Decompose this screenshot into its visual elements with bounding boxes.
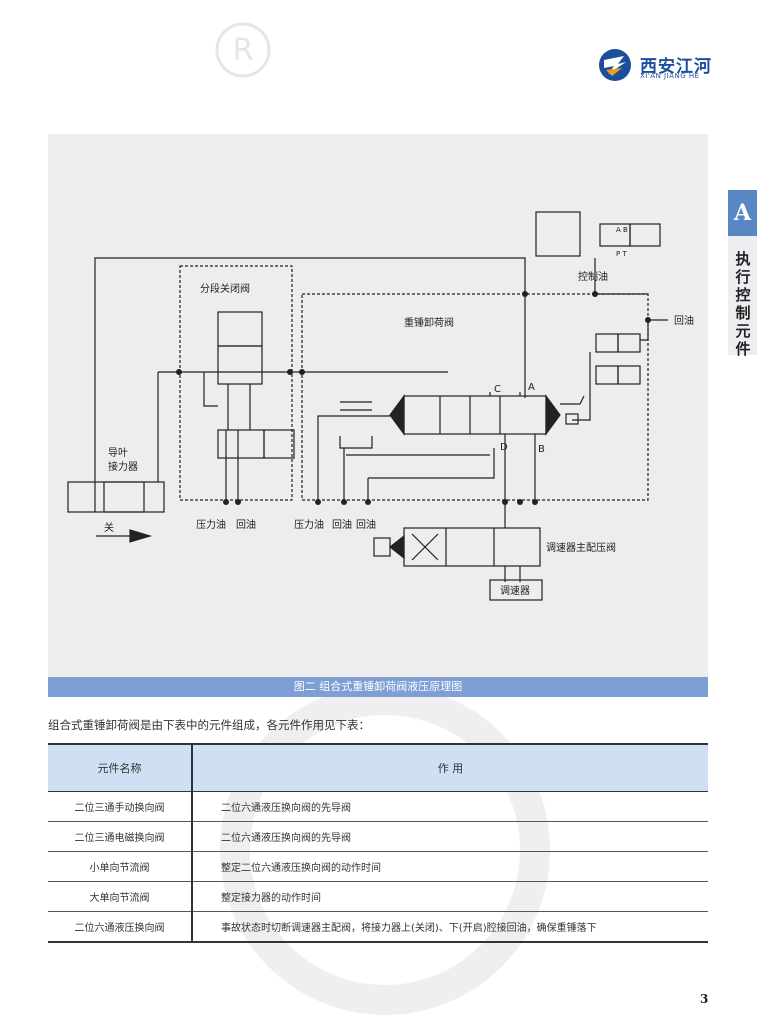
label-port-a: A bbox=[528, 382, 535, 393]
label-hammer-valve: 重锤卸荷阀 bbox=[404, 316, 454, 329]
label-port-d: D bbox=[500, 442, 508, 453]
label-pilot-ports-pt: P T bbox=[616, 250, 627, 258]
section-letter: A bbox=[728, 190, 757, 236]
logo-subtitle: XI'AN JIANG HE bbox=[640, 72, 700, 80]
figure-caption: 图二 组合式重锤卸荷阀液压原理图 bbox=[48, 677, 708, 697]
label-return-oil-1: 回油 bbox=[236, 518, 256, 531]
header-component-name: 元件名称 bbox=[48, 743, 193, 792]
hydraulic-diagram: 控制油 回油 分段关闭阀 重锤卸荷阀 C A D B 导叶 接力器 关 压力油 … bbox=[67, 211, 694, 601]
table-row: 大单向节流阀 整定接力器的动作时间 bbox=[48, 881, 708, 912]
section-tab[interactable]: A 执行控制元件 bbox=[728, 190, 757, 358]
table-row: 二位六通液压换向阀 事故状态时切断调速器主配阀，将接力器上(关闭)、下(开启)腔… bbox=[48, 911, 708, 943]
label-vane-line1: 导叶 bbox=[108, 447, 128, 459]
label-vane-line2: 接力器 bbox=[108, 460, 138, 473]
table-row: 二位三通电磁换向阀 二位六通液压换向阀的先导阀 bbox=[48, 821, 708, 852]
component-table: 元件名称 作 用 二位三通手动换向阀 二位六通液压换向阀的先导阀 二位三通电磁换… bbox=[48, 743, 708, 943]
component-name: 二位六通液压换向阀 bbox=[48, 911, 193, 943]
label-pressure-oil-1: 压力油 bbox=[196, 518, 226, 531]
component-name: 大单向节流阀 bbox=[48, 881, 193, 912]
section-label: 执行控制元件 bbox=[735, 250, 751, 358]
figure-panel: 控制油 回油 分段关闭阀 重锤卸荷阀 C A D B 导叶 接力器 关 压力油 … bbox=[48, 134, 708, 697]
header-function: 作 用 bbox=[192, 743, 708, 792]
component-name: 二位三通手动换向阀 bbox=[48, 791, 193, 822]
company-logo bbox=[598, 48, 632, 82]
label-pressure-oil-2: 压力油 bbox=[294, 518, 324, 531]
registered-mark: R bbox=[233, 33, 254, 68]
component-name: 小单向节流阀 bbox=[48, 851, 193, 882]
label-return-oil-2: 回油 bbox=[332, 518, 352, 531]
label-return-oil-right: 回油 bbox=[674, 314, 694, 327]
label-close: 关 bbox=[104, 521, 114, 534]
component-function: 二位六通液压换向阀的先导阀 bbox=[192, 791, 708, 822]
component-function: 二位六通液压换向阀的先导阀 bbox=[192, 821, 708, 852]
component-function: 事故状态时切断调速器主配阀，将接力器上(关闭)、下(开启)腔接回油，确保重锤落下 bbox=[192, 911, 708, 943]
table-row: 小单向节流阀 整定二位六通液压换向阀的动作时间 bbox=[48, 851, 708, 882]
label-return-oil-3: 回油 bbox=[356, 518, 376, 531]
logo-name: 西安江河 bbox=[640, 57, 712, 77]
label-pilot-ports-ab: A B bbox=[616, 226, 628, 234]
page-number: 3 bbox=[700, 992, 709, 1006]
component-name: 二位三通电磁换向阀 bbox=[48, 821, 193, 852]
label-section-valve: 分段关闭阀 bbox=[200, 282, 250, 295]
label-port-b: B bbox=[538, 444, 545, 455]
component-function: 整定二位六通液压换向阀的动作时间 bbox=[192, 851, 708, 882]
component-function: 整定接力器的动作时间 bbox=[192, 881, 708, 912]
label-control-oil: 控制油 bbox=[578, 270, 608, 283]
label-governor-main-valve: 调速器主配压阀 bbox=[546, 541, 616, 554]
intro-text: 组合式重锤卸荷阀是由下表中的元件组成，各元件作用见下表： bbox=[48, 718, 370, 732]
table-header-row: 元件名称 作 用 bbox=[48, 743, 708, 792]
label-governor: 调速器 bbox=[500, 585, 530, 597]
label-port-c: C bbox=[494, 384, 501, 395]
table-row: 二位三通手动换向阀 二位六通液压换向阀的先导阀 bbox=[48, 791, 708, 822]
